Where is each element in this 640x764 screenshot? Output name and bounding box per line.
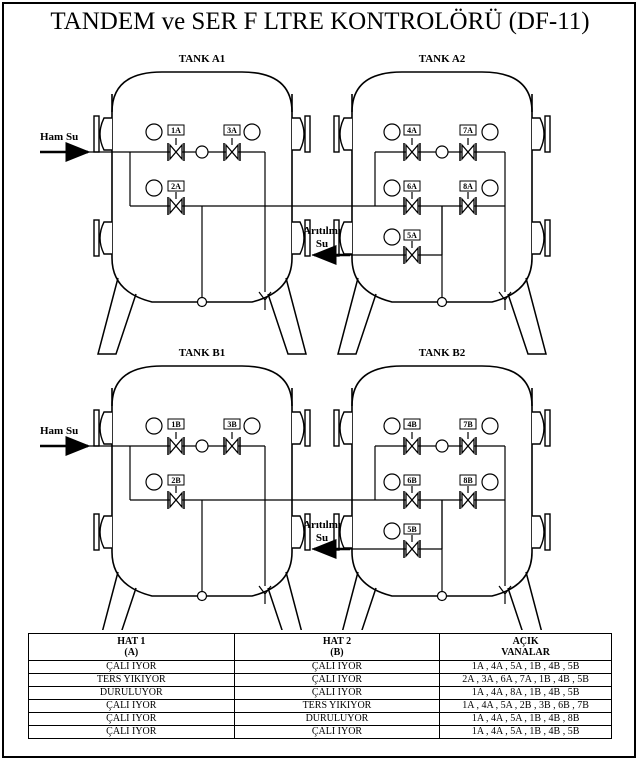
outlet-label-b-line2: Su (316, 532, 328, 544)
outlet-label-a-line1: Arıtılmı (303, 225, 341, 237)
cell-hat2: DURULUYOR (233, 712, 441, 726)
inlet-label-a: Ham Su (40, 131, 78, 143)
valve-tag-2a: 2A (171, 182, 181, 191)
cell-hat1: TERS YIKIYOR (28, 673, 235, 687)
cell-hat1: ÇALI IYOR (28, 725, 235, 739)
table-row: DURULUYOR ÇALI IYOR 1A , 4A , 8A , 1B , … (28, 686, 612, 700)
cell-hat2: ÇALI IYOR (233, 673, 441, 687)
valve-tag-3b: 3B (227, 420, 237, 429)
table-row: ÇALI IYOR ÇALI IYOR 1A , 4A , 5A , 1B , … (28, 660, 612, 674)
table-row: ÇALI IYOR DURULUYOR 1A , 4A , 5A , 1B , … (28, 712, 612, 726)
cell-hat1: DURULUYOR (28, 686, 235, 700)
cell-hat2: ÇALI IYOR (233, 725, 441, 739)
header-a1-port (195, 145, 209, 159)
valve-tag-4b: 4B (407, 420, 417, 429)
cell-open-valves: 2A , 3A , 6A , 7A , 1B , 4B , 5B (439, 673, 612, 687)
outlet-label-a-line2: Su (316, 238, 328, 250)
col-header-hat2: HAT 2 (B) (233, 633, 441, 661)
inlet-label-b: Ham Su (40, 425, 78, 437)
valve-tag-7b: 7B (463, 420, 473, 429)
cell-hat2: TERS YIKIYOR (233, 699, 441, 713)
table-row: ÇALI IYOR ÇALI IYOR 1A , 4A , 5A , 1B , … (28, 725, 612, 739)
cell-open-valves: 1A , 4A , 8A , 1B , 4B , 5B (439, 686, 612, 700)
vent-a1 (258, 291, 272, 310)
header-b1-port (195, 439, 209, 453)
drain-b1-port (196, 590, 208, 602)
vent-a2 (498, 291, 512, 310)
drain-a1-port (196, 296, 208, 308)
col-header-open-valves: AÇIK VANALAR (439, 633, 612, 661)
table-row: TERS YIKIYOR ÇALI IYOR 2A , 3A , 6A , 7A… (28, 673, 612, 687)
valve-tag-8a: 8A (463, 182, 473, 191)
page-title: TANDEM ve SER F LTRE KONTROLÖRÜ (DF-11) (50, 8, 590, 35)
outlet-label-b-line1: Arıtılmı (303, 519, 341, 531)
vent-b2 (498, 585, 512, 604)
table-header-row: HAT 1 (A) HAT 2 (B) AÇIK VANALAR (28, 633, 612, 661)
header-b2-port (435, 439, 449, 453)
cell-open-valves: 1A , 4A , 5A , 2B , 3B , 6B , 7B (439, 699, 612, 713)
valve-tag-6a: 6A (407, 182, 417, 191)
valve-tag-1a: 1A (171, 126, 181, 135)
cell-hat1: ÇALI IYOR (28, 699, 235, 713)
col-header-hat1: HAT 1 (A) (28, 633, 235, 661)
valve-tag-1b: 1B (171, 420, 181, 429)
valve-tag-7a: 7A (463, 126, 473, 135)
cell-hat2: ÇALI IYOR (233, 686, 441, 700)
drain-a2-port (436, 296, 448, 308)
cell-open-valves: 1A , 4A , 5A , 1B , 4B , 8B (439, 712, 612, 726)
valve-tag-5b: 5B (407, 525, 417, 534)
valve-state-table: HAT 1 (A) HAT 2 (B) AÇIK VANALAR ÇALI IY… (28, 633, 612, 739)
filter-diagram: TANK A1 TANK A2 1A (40, 53, 551, 630)
cell-hat1: ÇALI IYOR (28, 712, 235, 726)
valve-tag-3a: 3A (227, 126, 237, 135)
tank-a1-label: TANK A1 (179, 53, 226, 65)
cell-hat2: ÇALI IYOR (233, 660, 441, 674)
valve-tag-2b: 2B (171, 476, 181, 485)
cell-open-valves: 1A , 4A , 5A , 1B , 4B , 5B (439, 660, 612, 674)
vent-b1 (258, 585, 272, 604)
header-a2-port (435, 145, 449, 159)
tank-b2-label: TANK B2 (419, 347, 466, 359)
tank-a2-label: TANK A2 (419, 53, 466, 65)
valve-tag-8b: 8B (463, 476, 473, 485)
valve-tag-4a: 4A (407, 126, 417, 135)
cell-open-valves: 1A , 4A , 5A , 1B , 4B , 5B (439, 725, 612, 739)
cell-hat1: ÇALI IYOR (28, 660, 235, 674)
tank-b1-label: TANK B1 (179, 347, 226, 359)
valve-tag-6b: 6B (407, 476, 417, 485)
valve-tag-5a: 5A (407, 231, 417, 240)
drain-b2-port (436, 590, 448, 602)
table-row: ÇALI IYOR TERS YIKIYOR 1A , 4A , 5A , 2B… (28, 699, 612, 713)
